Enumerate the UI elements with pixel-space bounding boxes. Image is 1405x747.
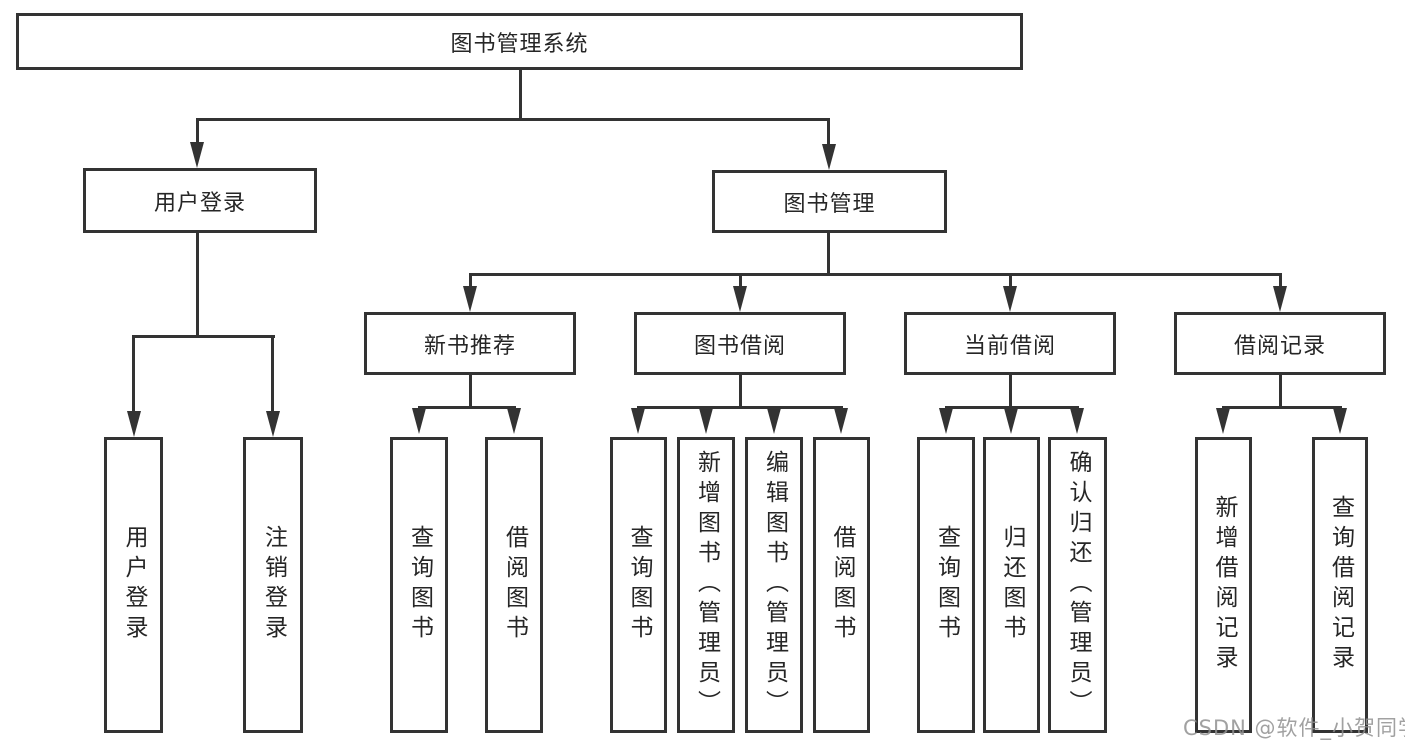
node-new-book-recommend-label: 新书推荐 — [423, 333, 516, 359]
node-book-management-label: 图书管理 — [783, 191, 876, 217]
arrow-down-icon — [463, 286, 477, 312]
connector-drop-new-book — [469, 375, 472, 406]
leaf-query-books-2: 查询图书 — [610, 437, 667, 733]
arrow-down-icon — [939, 408, 953, 434]
connector-stem-current-borrow — [1009, 273, 1012, 291]
leaf-borrow-books-2: 借阅图书 — [813, 437, 870, 733]
node-book-borrow-label: 图书借阅 — [693, 333, 786, 359]
leaf-borrow-books-1: 借阅图书 — [485, 437, 543, 733]
arrow-down-icon — [412, 408, 426, 434]
arrow-down-icon — [767, 408, 781, 434]
connector-stem-new-book — [469, 273, 472, 291]
leaf-add-borrow-record-label: 新增借阅记录 — [1211, 495, 1237, 675]
connector-level2 — [469, 273, 1282, 276]
leaf-add-books-admin-label: 新增图书（管理员） — [693, 450, 720, 720]
leaf-user-login-label: 用户登录 — [121, 525, 147, 645]
leaf-add-borrow-record: 新增借阅记录 — [1195, 437, 1252, 733]
node-new-book-recommend: 新书推荐 — [364, 312, 576, 375]
arrow-down-icon — [190, 142, 204, 168]
leaf-query-borrow-record: 查询借阅记录 — [1312, 437, 1368, 733]
arrow-down-icon — [507, 408, 521, 434]
connector-user-login-drop — [196, 233, 199, 335]
connector-group-borrow-record — [1222, 406, 1342, 409]
connector-stem-book-borrow — [739, 273, 742, 291]
leaf-query-books-3-label: 查询图书 — [933, 525, 960, 645]
leaf-return-books: 归还图书 — [983, 437, 1040, 733]
arrow-down-icon — [631, 408, 645, 434]
connector-stem-user-login — [196, 118, 199, 145]
leaf-add-books-admin: 新增图书（管理员） — [677, 437, 735, 733]
leaf-edit-books-admin-label: 编辑图书（管理员） — [761, 450, 788, 720]
connector-group-book-borrow — [637, 406, 843, 409]
connector-stem-borrow-record — [1279, 273, 1282, 291]
connector-group-current-borrow — [945, 406, 1079, 409]
arrow-down-icon — [1216, 408, 1230, 434]
connector-stem-book-mgmt — [827, 118, 830, 147]
arrow-down-icon — [1273, 286, 1287, 312]
leaf-confirm-return-admin-label: 确认归还（管理员） — [1065, 450, 1091, 720]
arrow-down-icon — [822, 144, 836, 170]
connector-group-new-book — [418, 406, 516, 409]
arrow-down-icon — [733, 286, 747, 312]
arrow-down-icon — [1070, 408, 1084, 434]
leaf-return-books-label: 归还图书 — [999, 525, 1025, 645]
connector-user-login-group — [133, 335, 275, 338]
leaf-borrow-books-2-label: 借阅图书 — [829, 525, 855, 645]
leaf-query-books-2-label: 查询图书 — [626, 525, 652, 645]
connector-stem-login-leaf — [132, 335, 135, 415]
node-user-login: 用户登录 — [83, 168, 317, 233]
connector-drop-current-borrow — [1009, 375, 1012, 406]
leaf-query-books-3: 查询图书 — [917, 437, 975, 733]
arrow-down-icon — [1004, 408, 1018, 434]
node-user-login-label: 用户登录 — [153, 190, 246, 216]
leaf-logout: 注销登录 — [243, 437, 303, 733]
connector-drop-book-borrow — [739, 375, 742, 406]
connector-level1 — [196, 118, 830, 121]
connector-drop-borrow-record — [1279, 375, 1282, 406]
leaf-user-login: 用户登录 — [104, 437, 163, 733]
leaf-edit-books-admin: 编辑图书（管理员） — [745, 437, 803, 733]
leaf-borrow-books-1-label: 借阅图书 — [501, 525, 528, 645]
leaf-query-borrow-record-label: 查询借阅记录 — [1327, 495, 1354, 675]
csdn-watermark: CSDN @软件_小贺同学 — [1183, 716, 1405, 740]
leaf-query-books-1-label: 查询图书 — [406, 525, 433, 645]
arrow-down-icon — [1003, 286, 1017, 312]
arrow-down-icon — [1333, 408, 1347, 434]
leaf-logout-label: 注销登录 — [260, 525, 287, 645]
leaf-query-books-1: 查询图书 — [390, 437, 448, 733]
node-book-management: 图书管理 — [712, 170, 947, 233]
connector-stem-logout-leaf — [271, 335, 274, 415]
node-borrow-record: 借阅记录 — [1174, 312, 1386, 375]
node-current-borrow: 当前借阅 — [904, 312, 1116, 375]
arrow-down-icon — [266, 411, 280, 437]
arrow-down-icon — [127, 411, 141, 437]
arrow-down-icon — [699, 408, 713, 434]
node-book-borrow: 图书借阅 — [634, 312, 846, 375]
node-root-label: 图书管理系统 — [450, 31, 589, 57]
node-borrow-record-label: 借阅记录 — [1233, 333, 1326, 359]
connector-book-mgmt-drop — [827, 233, 830, 273]
leaf-confirm-return-admin: 确认归还（管理员） — [1048, 437, 1107, 733]
arrow-down-icon — [834, 408, 848, 434]
node-root: 图书管理系统 — [16, 13, 1023, 70]
node-current-borrow-label: 当前借阅 — [963, 333, 1056, 359]
connector-root-drop — [519, 70, 522, 118]
